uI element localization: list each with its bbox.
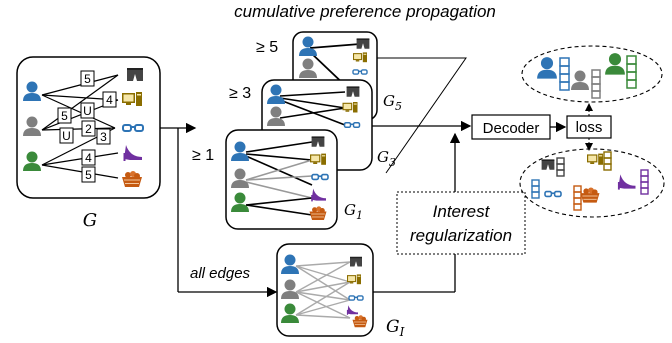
- user-embeddings: [521, 45, 663, 103]
- all-edges-label: all edges: [190, 265, 251, 282]
- basket-icon: [580, 186, 600, 204]
- threshold-5: ≥ 5: [256, 39, 278, 56]
- subgraph-label-g1: G1: [344, 201, 363, 222]
- edge-rating: 5: [61, 109, 68, 123]
- main-graph: 5 4 5 U 2 U 3 4 5: [16, 56, 161, 199]
- stack-outline: [377, 57, 467, 174]
- item-embeddings: [519, 148, 665, 218]
- edge-rating: 5: [85, 168, 92, 182]
- interest-graph-label: GI: [386, 317, 405, 339]
- decoder-label: Decoder: [483, 120, 540, 137]
- edge-rating: U: [83, 104, 92, 118]
- glasses-icon: [544, 190, 562, 198]
- main-graph-label: G: [83, 210, 97, 231]
- edge-rating: 4: [85, 151, 92, 165]
- regularization-box: [396, 191, 526, 255]
- user-blue-icon: [537, 57, 557, 79]
- subgraph-label-g3: G3: [377, 148, 396, 169]
- loss-label: loss: [576, 119, 603, 136]
- subgraph-g1: [225, 129, 338, 230]
- edge-rating: 4: [106, 93, 113, 107]
- edge-rating: 2: [85, 122, 92, 136]
- regularization-line2: regularization: [410, 226, 512, 245]
- subgraph-label-g5: G5: [383, 92, 402, 113]
- computer-icon: [587, 153, 603, 165]
- threshold-1: ≥ 1: [192, 147, 214, 164]
- user-green-icon: [605, 53, 625, 75]
- high-heel-icon: [617, 174, 636, 190]
- decoder-box: [471, 114, 551, 140]
- diagram-title: cumulative preference propagation: [234, 2, 496, 21]
- edge-rating: 3: [100, 130, 107, 144]
- user-gray-icon: [571, 70, 589, 90]
- threshold-3: ≥ 3: [229, 85, 251, 102]
- edge-rating-labels: 5 4 5 U 2 U 3 4 5: [57, 70, 117, 183]
- edge-rating: U: [62, 129, 71, 143]
- shorts-icon: [541, 159, 555, 170]
- regularization-line1: Interest: [433, 202, 491, 221]
- edge-rating: 5: [84, 72, 91, 86]
- interest-graph: [276, 243, 374, 337]
